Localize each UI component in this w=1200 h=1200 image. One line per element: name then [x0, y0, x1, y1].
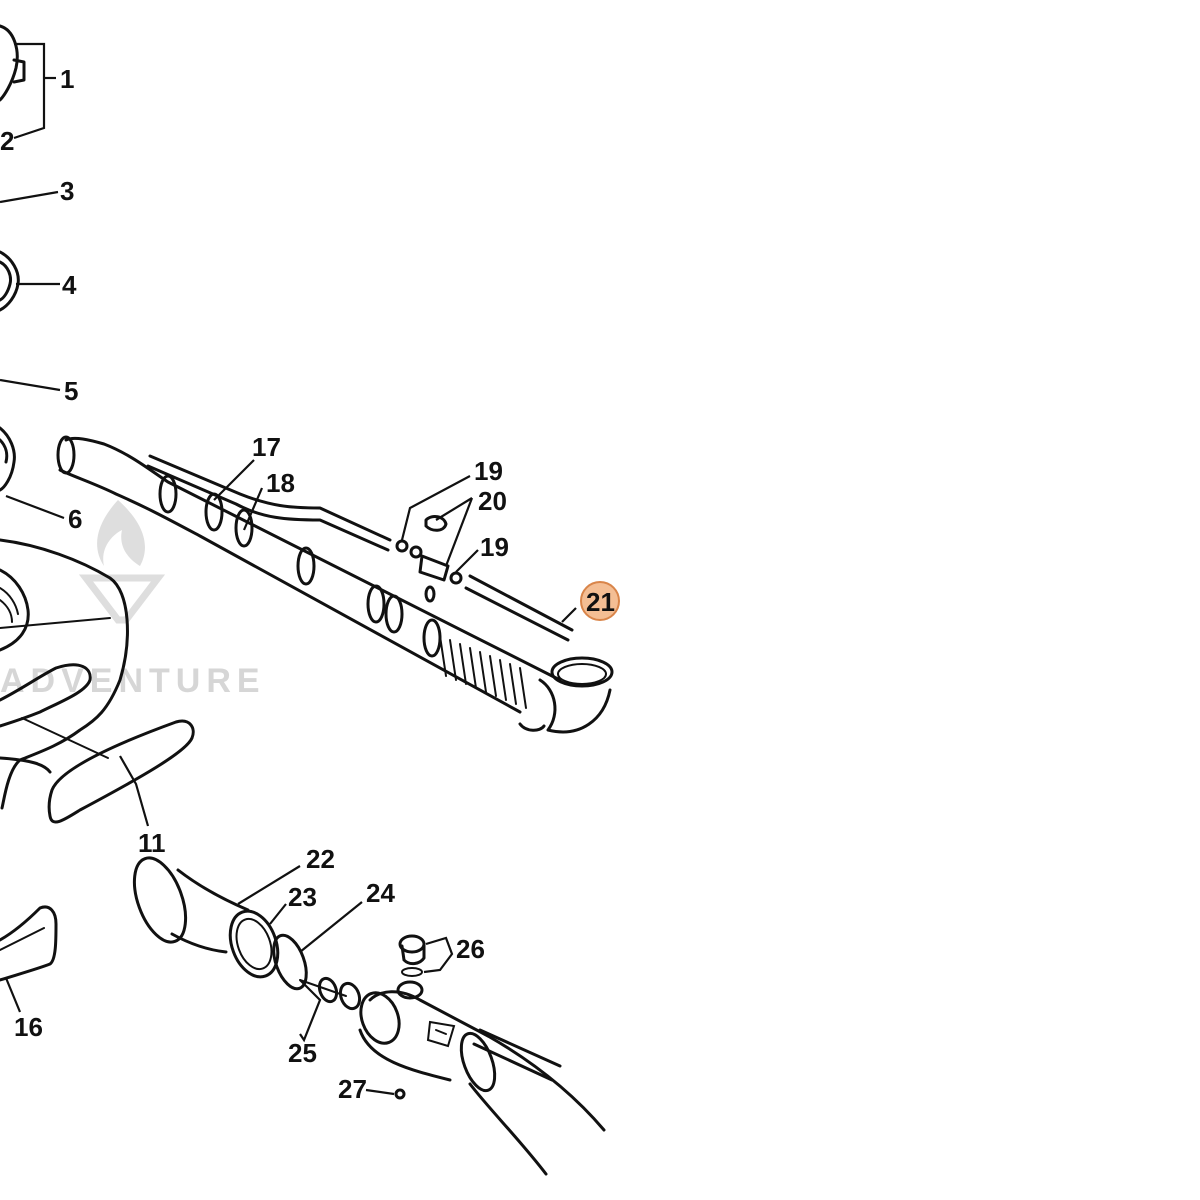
fitting-20-icon — [424, 515, 448, 532]
callout-22: 22 — [306, 844, 335, 874]
watermark: ADVENTURE — [0, 500, 266, 700]
callout-19-bottom: 19 — [480, 532, 509, 562]
callout-1: 1 — [60, 64, 74, 94]
leader-lines — [0, 42, 577, 1096]
callout-25: 25 — [288, 1038, 317, 1068]
elbow-opening — [550, 656, 614, 688]
flame-logo-icon — [78, 500, 166, 624]
filler-hose-assembly — [56, 435, 614, 734]
hose-bellows — [439, 635, 527, 709]
callout-23: 23 — [288, 882, 317, 912]
callout-19-top: 19 — [474, 456, 503, 486]
bracket-part — [0, 905, 58, 982]
callout-18: 18 — [266, 468, 295, 498]
filler-neck-assembly — [132, 856, 606, 1176]
highlight-marker — [580, 581, 620, 621]
callout-24: 24 — [366, 878, 395, 908]
gasket-24 — [272, 933, 308, 991]
callout-20: 20 — [478, 486, 507, 516]
left-parts-column — [0, 24, 30, 652]
fuel-tank-body — [0, 538, 195, 824]
callout-27: 27 — [338, 1074, 367, 1104]
callout-16: 16 — [14, 1012, 43, 1042]
clamp-23 — [228, 909, 280, 979]
callout-2: 2 — [0, 126, 14, 156]
callout-21: 21 — [586, 587, 615, 617]
screen-25 — [317, 976, 339, 1004]
callout-11: 11 — [138, 828, 166, 858]
callout-4: 4 — [62, 270, 77, 300]
callout-5: 5 — [64, 376, 78, 406]
fitting-26 — [396, 980, 424, 1000]
callout-26: 26 — [456, 934, 485, 964]
callout-6: 6 — [68, 504, 82, 534]
callout-17: 17 — [252, 432, 281, 462]
callout-labels: 1 2 3 4 5 6 11 16 17 18 19 20 19 21 22 2… — [0, 64, 620, 1104]
callout-3: 3 — [60, 176, 74, 206]
watermark-text: ADVENTURE — [0, 662, 266, 700]
screw-27 — [394, 1088, 406, 1100]
